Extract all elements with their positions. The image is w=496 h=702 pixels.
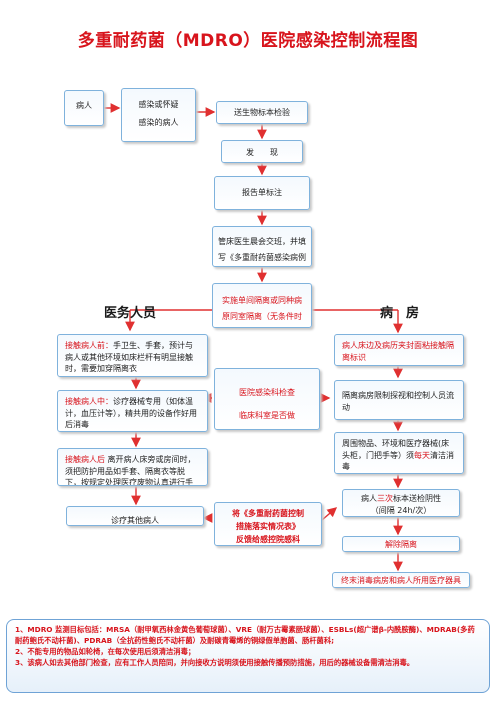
- ward-daily-disinfect-box: 周围物品、环境和医疗器械(床头柜，门把手等）须每天清洁消毒: [334, 432, 464, 474]
- ward-isolation-sign-box: 病人床边及病历夹封面粘接触隔离标识: [334, 334, 464, 366]
- feedback-report-box: 将《多重耐药菌控制 措施落实情况表》 反馈给感控院感科: [214, 502, 322, 546]
- staff-before-contact-box: 接触病人前：手卫生、手套，预计与病人或其他环境如床栏杆有明显接触时，需要加穿隔离…: [57, 334, 208, 377]
- staff-after-contact-box: 接触病人后 离开病人床旁或房间时，须把防护用品如手套、隔离衣等脱下，按规定处理医…: [57, 448, 208, 486]
- send-specimen-box: 送生物标本检验: [216, 101, 308, 124]
- ward-visit-restriction-box: 隔离病房限制探视和控制人员流动: [334, 380, 464, 420]
- note-line-1: 1、MDRO 监测目标包括：MRSA（耐甲氧西林金黄色葡萄球菌）、VRE（耐万古…: [15, 625, 475, 645]
- discover-box: 发 现: [221, 140, 303, 163]
- suspected-infection-box: 感染或怀疑 感染的病人: [121, 88, 196, 142]
- ward-label: 病 房: [380, 306, 420, 321]
- terminal-disinfect-box: 终末消毒病房和病人所用医疗器具: [332, 572, 470, 588]
- note-line-3: 3、该病人如去其他部门检查，应有工作人员陪同，并向接收方说明须使用接触传播预防措…: [15, 657, 415, 667]
- infection-dept-check-box: 医院感染科检查 临床科室是否做: [214, 368, 320, 430]
- handover-box: 管床医生晨会交班，并填 写《多重耐药菌感染病例: [212, 226, 312, 267]
- treat-other-patients-box: 诊疗其他病人: [66, 506, 204, 526]
- medical-staff-label: 医务人员: [104, 306, 157, 321]
- notes-panel: 1、MDRO 监测目标包括：MRSA（耐甲氧西林金黄色葡萄球菌）、VRE（耐万古…: [6, 619, 490, 693]
- report-mark-box: 报告单标注: [214, 176, 310, 210]
- release-isolation-box: 解除隔离: [342, 536, 460, 552]
- staff-during-contact-box: 接触病人中：诊疗器械专用（如体温计，血压计等），精共用的设备作好用后消毒: [57, 390, 208, 432]
- note-line-2: 2、不能专用的物品如轮椅，在每次使用后须清洁消毒；: [15, 646, 196, 656]
- isolation-box: 实施单间隔离或同种病 原同室隔离（无条件时: [212, 283, 312, 328]
- page-title: 多重耐药菌（MDRO）医院感染控制流程图: [77, 31, 419, 51]
- patient-box: 病人: [64, 90, 104, 126]
- negative-specimen-box: 病人三次标本送检阴性 （间隔 24h/次）: [342, 489, 460, 517]
